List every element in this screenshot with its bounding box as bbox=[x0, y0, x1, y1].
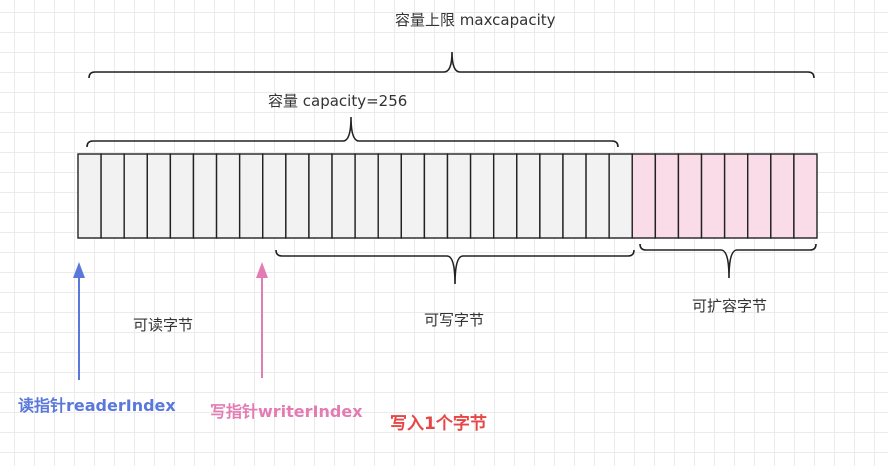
buffer-cell bbox=[123, 153, 148, 239]
expandable-cell bbox=[631, 153, 657, 239]
writer-index-label: 写指针writerIndex bbox=[210, 402, 363, 421]
buffer-cell bbox=[400, 153, 426, 239]
buffer-cell bbox=[215, 153, 241, 239]
buffer-cell bbox=[169, 153, 195, 239]
expandable-cell bbox=[723, 153, 749, 239]
expandable-cell bbox=[770, 153, 795, 239]
buffer-cell bbox=[423, 153, 449, 239]
buffer-cell bbox=[492, 153, 518, 239]
buffer-cell bbox=[516, 153, 541, 239]
buffer-cells bbox=[77, 153, 818, 239]
buffer-cell bbox=[608, 153, 633, 239]
reader-index-label: 读指针readerIndex bbox=[18, 396, 176, 415]
buffer-cell bbox=[308, 153, 333, 239]
writer-arrow bbox=[256, 262, 268, 378]
max-capacity-label: 容量上限 maxcapacity bbox=[395, 11, 556, 29]
capacity-label: 容量 capacity=256 bbox=[268, 92, 408, 110]
buffer-cell bbox=[377, 153, 403, 239]
buffer-cell bbox=[238, 153, 264, 239]
expandable-cell bbox=[700, 153, 726, 239]
buffer-cell bbox=[262, 153, 287, 239]
buffer-cell bbox=[539, 153, 564, 239]
buffer-cell bbox=[585, 153, 610, 239]
buffer-cell bbox=[562, 153, 587, 239]
write-one-byte-label: 写入1个字节 bbox=[390, 414, 487, 434]
reader-arrow bbox=[73, 262, 85, 380]
expandable-cell bbox=[677, 153, 703, 239]
buffer-cell bbox=[192, 153, 218, 239]
writable-brace bbox=[275, 249, 635, 285]
buffer-cell bbox=[285, 153, 310, 239]
buffer-cell bbox=[100, 153, 125, 239]
expandable-cell bbox=[654, 153, 680, 239]
readable-bytes-label: 可读字节 bbox=[133, 316, 194, 334]
max-capacity-brace bbox=[88, 51, 815, 79]
buffer-cell bbox=[469, 153, 495, 239]
expandable-cell bbox=[747, 153, 772, 239]
buffer-cell bbox=[146, 153, 172, 239]
buffer-cell bbox=[354, 153, 379, 239]
buffer-cell bbox=[446, 153, 472, 239]
expandable-cell bbox=[793, 153, 818, 239]
buffer-cell bbox=[331, 153, 356, 239]
capacity-brace bbox=[86, 116, 619, 148]
expandable-bytes-label: 可扩容字节 bbox=[692, 297, 768, 315]
buffer-cell bbox=[77, 153, 102, 239]
writable-bytes-label: 可写字节 bbox=[424, 311, 485, 329]
expandable-brace bbox=[639, 243, 817, 279]
